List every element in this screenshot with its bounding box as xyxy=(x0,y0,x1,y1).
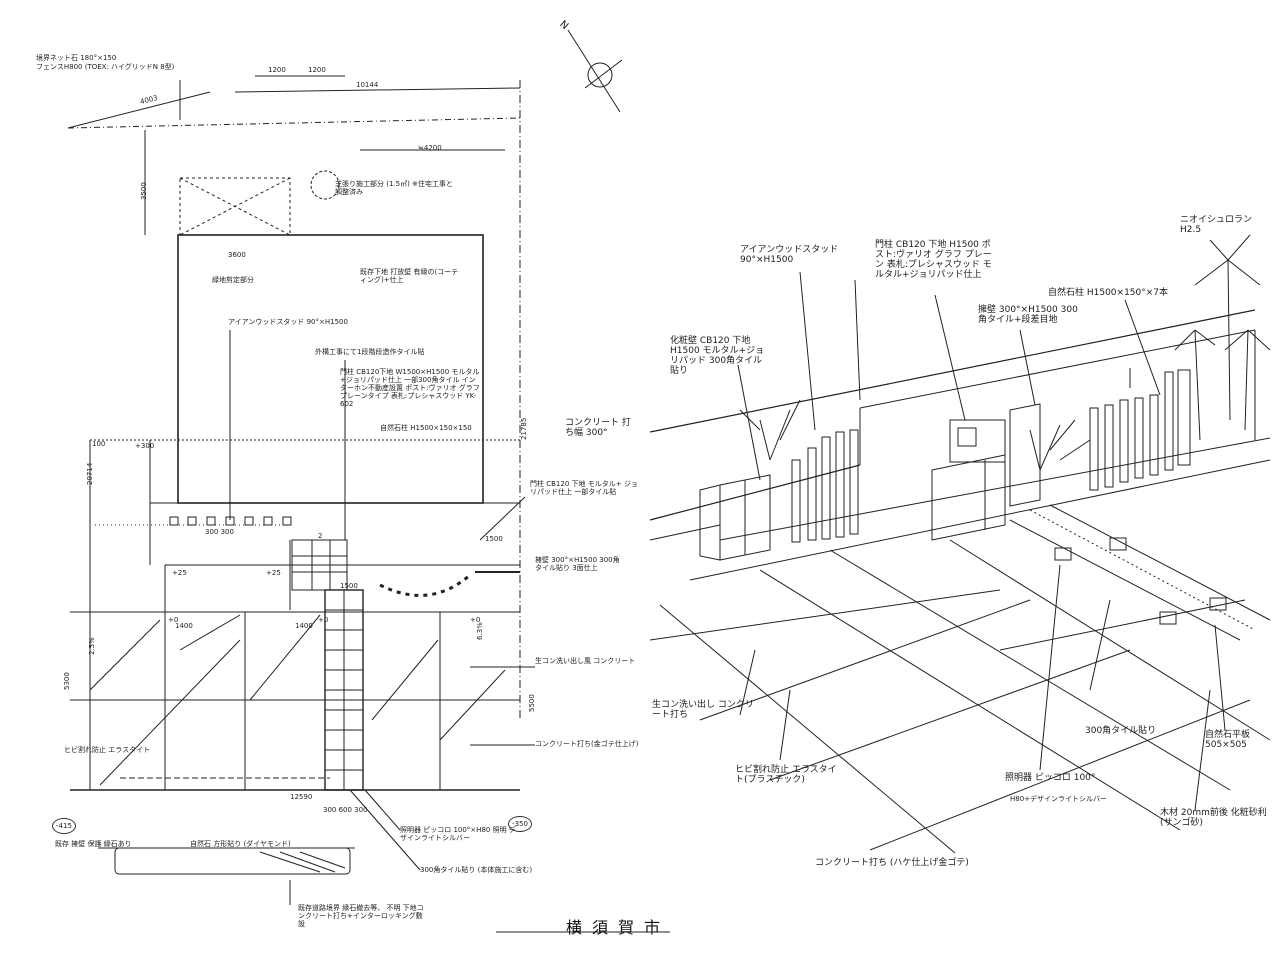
tile-300-persp-label: 300角タイル貼り xyxy=(1085,726,1157,736)
dim-1400-a: 1400 xyxy=(175,622,193,630)
level-minus350: -350 xyxy=(508,816,532,832)
stone-post-persp-label: 自然石柱 H1500×150°×7本 xyxy=(1048,288,1169,298)
wash-concrete-plan-label: 生コン洗い出し風 コンクリート xyxy=(535,657,636,665)
dim-1400-b: 1400 xyxy=(295,622,313,630)
dim-1500-b: 1500 xyxy=(340,582,358,590)
level-plus25-b: +25 xyxy=(266,569,281,577)
road-note-label: 既存道路境界 縁石撤去等、 不明 下地コンクリート打ち+インターロッキング敷設 xyxy=(298,904,424,928)
dim-21785: 21785 xyxy=(520,417,528,440)
dim-10144: 10144 xyxy=(356,81,379,89)
slope-1: 2.5% xyxy=(88,637,96,655)
dim-1500: 1500 xyxy=(485,535,503,543)
city-name: 横須賀市 xyxy=(566,918,671,937)
concrete-finish-persp-label: コンクリート打ち (ハケ仕上げ金ゴテ) xyxy=(815,858,969,868)
light-wall-label: 擁壁 300°×H1500 300角タイル貼り 3面仕上 xyxy=(535,556,620,572)
dim-12590: 12590 xyxy=(290,793,313,801)
crack-sealer-persp-label: ヒビ割れ防止 エラスタイト(プラスチック) xyxy=(735,765,837,785)
palm-label: ニオイシュロラン H2.5 xyxy=(1180,215,1253,235)
tile-300-plan-label: 300角タイル貼り (本体施工に含む) xyxy=(420,866,533,874)
slope-2: 6.3% xyxy=(476,622,484,640)
ironwood-persp-label: アイアンウッドスタッド 90°×H1500 xyxy=(740,245,839,265)
ironwood-plan-label: アイアンウッドスタッド 90°×H1500 xyxy=(228,318,348,326)
dim-300-600-300: 300 600 300 xyxy=(323,806,368,814)
dim-1200-a: 1200 xyxy=(268,66,286,74)
dim-300: +300 xyxy=(135,442,155,450)
light-fixture-label: 照明器 ピッコロ 100°×H80 照明 デザインライトシルバー xyxy=(400,826,516,842)
gate-wall-persp-label: 門柱 CB120 下地 H1500 ポスト:ヴァリオ グラフ プレーン 表札:プ… xyxy=(875,240,992,280)
level-plus25-a: +25 xyxy=(172,569,187,577)
boundary-label: 境界ネット石 180°×150 xyxy=(36,54,117,62)
concrete-finish-plan-label: コンクリート打ち(金ゴテ仕上げ) xyxy=(535,740,639,748)
wall-type-label: 既存下地 打放壁 有縁の(コーティング)+仕上 xyxy=(360,268,459,284)
concrete-width-label: コンクリート 打ち幅 300° xyxy=(565,418,631,438)
dim-5300: 5300 xyxy=(63,672,71,690)
natural-stone-persp-label: 自然石平板 505×505 xyxy=(1205,730,1251,750)
dim-5500: 5500 xyxy=(528,694,536,712)
north-arrow-icon xyxy=(567,29,623,113)
wash-concrete-persp-label: 生コン洗い出し コンクリート打ち xyxy=(652,700,754,720)
dim-3500: 3500 xyxy=(140,182,148,200)
curb-note-label: 既存 擁壁 保護 縁石あり xyxy=(55,840,132,848)
left-wall-label: 化粧壁 CB120 下地 H1500 モルタル+ジョリパッド 300角タイル貼り xyxy=(670,336,765,376)
small-wall-label: 擁壁 300°×H1500 300角タイル+段差目地 xyxy=(978,305,1078,325)
gate-wall2-label: 門柱 CB120 下地 モルタル+ ジョリパッド仕上 一部タイル貼 xyxy=(530,480,638,496)
gate-wall-plan-label: 門柱 CB120下地 W1500×H1500 モルタル+ジョリパッド仕上 一部3… xyxy=(340,368,480,408)
level-minus415: -415 xyxy=(52,818,76,834)
step-tile-label: 外構工事にて1段階段造作タイル貼 xyxy=(315,348,425,356)
dim-100: 100 xyxy=(92,440,106,448)
dim-2: 2 xyxy=(318,532,323,540)
fence-label: フェンスH800 (TOEX: ハイグリッドN 8型) xyxy=(36,63,175,71)
level-0-a: +0 xyxy=(168,616,179,624)
crack-sealer-plan-label: ヒビ割れ防止 エラスタイト xyxy=(64,746,151,754)
gravel-label: 木材 20mm前後 化粧砂利 (サンゴ砂) xyxy=(1160,808,1267,828)
greenery-label: 緑地剪定部分 xyxy=(212,276,254,284)
stone-post-plan-label: 自然石柱 H1500×150×150 xyxy=(380,424,472,432)
dim-4200: ≒4200 xyxy=(418,144,442,152)
dim-20714: 20714 xyxy=(86,462,94,485)
dim-1200-b: 1200 xyxy=(308,66,326,74)
natural-stone-plan-label: 自然石 方形貼り (ダイヤモンド) xyxy=(190,840,291,848)
light-persp-label: 照明器 ピッコロ 100° xyxy=(1005,773,1096,783)
light-sub-label: H80+デザインライトシルバー xyxy=(1010,795,1108,803)
lawn-label: 芝張り施工部分 (1.5㎡) ※住宅工事と調整済み xyxy=(335,180,453,196)
dim-3600: 3600 xyxy=(228,251,246,259)
level-0-b: +0 xyxy=(318,616,329,624)
dim-300-300: 300 300 xyxy=(205,528,234,536)
level-0-c: +0 xyxy=(470,616,481,624)
